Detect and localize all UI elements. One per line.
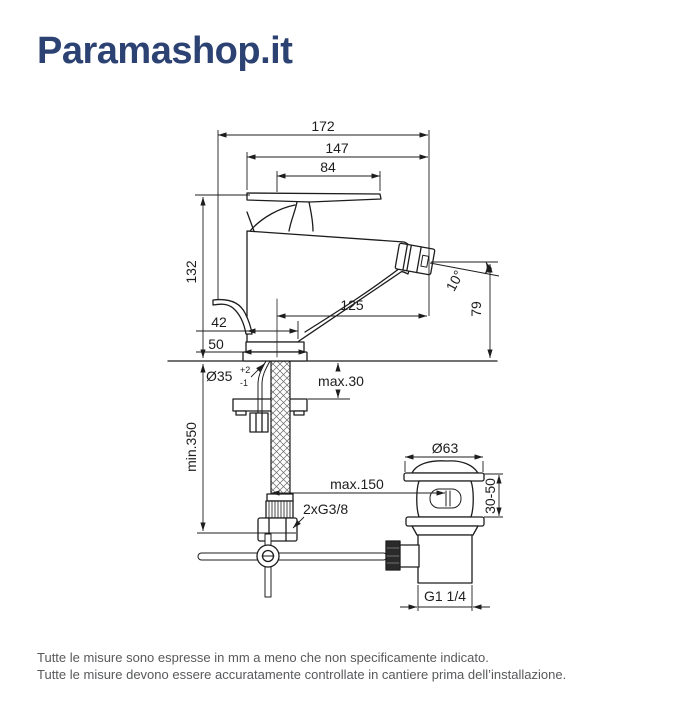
dimension-labels: 172 147 84 132 min.350 125 42 50 79 10° … xyxy=(183,118,498,604)
base-plate xyxy=(242,351,308,362)
mounting-flange xyxy=(232,398,308,412)
faucet-outline xyxy=(167,192,498,598)
footer-notes: Tutte le misure sono espresse in mm a me… xyxy=(37,649,677,683)
footer-note-check: Tutte le misure devono essere accuratame… xyxy=(37,667,567,682)
hose-nut xyxy=(257,517,298,542)
waste-tailpiece xyxy=(417,534,473,584)
brand-logo: Paramashop.it xyxy=(37,30,293,72)
dim-spout-to-handle-label: 147 xyxy=(325,140,349,156)
dim-handle-reach-label: 84 xyxy=(320,159,336,175)
dim-spout-reach-label: 125 xyxy=(340,297,364,313)
dim-hole-diameter-label: Ø35 xyxy=(206,368,233,384)
faucet-body xyxy=(246,230,416,343)
dim-outlet-height-label: 79 xyxy=(468,301,484,317)
dim-supply-connections-label: 2xG3/8 xyxy=(303,501,348,517)
waste-flange xyxy=(403,472,485,482)
waste-cap xyxy=(411,460,479,474)
waste-inlet-collar xyxy=(385,540,401,571)
waste-lower-flange xyxy=(405,516,485,527)
supply-hose xyxy=(270,360,291,498)
lever-handle xyxy=(246,192,382,203)
dim-outlet-angle-label: 10° xyxy=(443,268,467,294)
dim-waste-flange-diameter-label: Ø63 xyxy=(432,440,459,456)
dim-base-depth-label: 50 xyxy=(208,336,224,352)
dim-hole-tol-minus-label: -1 xyxy=(240,378,248,388)
pull-rod xyxy=(257,360,267,414)
base-body xyxy=(245,341,305,353)
dimension-lines xyxy=(195,130,503,611)
spout-inner-line xyxy=(304,264,405,333)
dim-hose-length-label: min.350 xyxy=(183,422,199,472)
hose-collar xyxy=(266,493,294,502)
dim-waste-offset-label: max.150 xyxy=(330,476,384,492)
dim-waste-thread-label: G1 1/4 xyxy=(424,588,466,604)
footer-note-units: Tutte le misure sono espresse in mm a me… xyxy=(37,650,489,665)
dim-hole-tol-plus-label: +2 xyxy=(240,365,250,375)
fixing-nut xyxy=(249,412,269,433)
popup-horizontal-rod xyxy=(197,552,388,561)
dim-waste-deck-range-label: 30-50 xyxy=(482,478,498,514)
dim-deck-thickness-label: max.30 xyxy=(318,373,364,389)
waste-side-inlet xyxy=(398,544,420,568)
dim-body-depth-label: 42 xyxy=(211,314,227,330)
dim-overall-width-label: 172 xyxy=(311,118,335,134)
dim-height-label: 132 xyxy=(183,260,199,284)
hose-ribs xyxy=(265,500,294,519)
